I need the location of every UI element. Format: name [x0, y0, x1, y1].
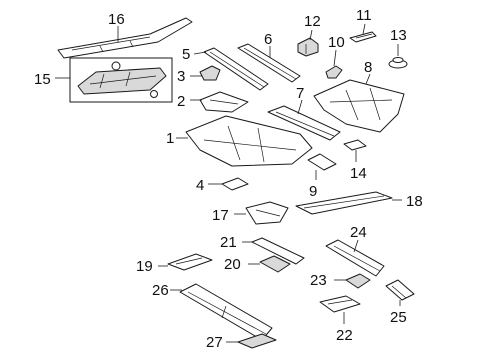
callout-8: 8: [364, 59, 372, 76]
part-26: [179, 283, 273, 341]
callout-12: 12: [304, 13, 321, 30]
part-22: [319, 295, 361, 313]
part-14: [343, 139, 367, 151]
leader-12: [309, 29, 313, 41]
callout-9: 9: [309, 183, 317, 200]
leader-5: [193, 51, 207, 55]
part-25: [385, 279, 415, 301]
callout-2: 2: [177, 93, 185, 110]
callout-7: 7: [296, 85, 304, 102]
callout-24: 24: [350, 224, 367, 241]
part-8: [313, 79, 405, 133]
callout-3: 3: [177, 68, 185, 85]
callout-6: 6: [264, 31, 272, 48]
callout-22: 22: [336, 327, 353, 344]
part-18: [295, 191, 393, 215]
part-3: [199, 65, 221, 81]
callout-14: 14: [350, 165, 367, 182]
part-11: [349, 31, 377, 43]
callout-18: 18: [406, 193, 423, 210]
leader-8: [365, 73, 371, 85]
part-20: [259, 255, 291, 273]
part-2: [199, 91, 249, 113]
part-27: [237, 333, 277, 349]
callout-13: 13: [390, 27, 407, 44]
leader-7: [297, 99, 303, 115]
callout-26: 26: [152, 282, 169, 299]
part-12: [297, 37, 319, 57]
callout-21: 21: [220, 234, 237, 251]
callout-10: 10: [328, 34, 345, 51]
leader-24: [353, 239, 359, 253]
leader-10: [333, 49, 337, 67]
part-24: [325, 239, 385, 277]
part-4: [221, 177, 249, 191]
part-6: [237, 43, 301, 83]
part-9: [307, 153, 337, 171]
callout-5: 5: [182, 46, 190, 63]
part-7: [267, 105, 341, 141]
part-15-box: [69, 57, 173, 103]
callout-17: 17: [212, 207, 229, 224]
callout-1: 1: [166, 130, 174, 147]
part-17: [245, 201, 289, 225]
part-16: [57, 17, 193, 59]
part-21: [251, 237, 305, 265]
part-19: [167, 253, 213, 271]
part-13: [388, 57, 408, 69]
part-10: [325, 65, 343, 79]
callout-19: 19: [136, 258, 153, 275]
callout-11: 11: [356, 7, 372, 24]
part-15: [77, 61, 167, 98]
callout-16: 16: [108, 11, 125, 28]
callout-15: 15: [34, 71, 51, 88]
leader-11: [362, 23, 366, 35]
part-1: [185, 115, 313, 167]
part-23: [345, 273, 371, 289]
part-5: [203, 47, 269, 91]
callout-20: 20: [224, 256, 241, 273]
callout-27: 27: [206, 334, 223, 351]
callout-25: 25: [390, 309, 407, 326]
callout-23: 23: [310, 272, 327, 289]
callout-4: 4: [196, 177, 204, 194]
